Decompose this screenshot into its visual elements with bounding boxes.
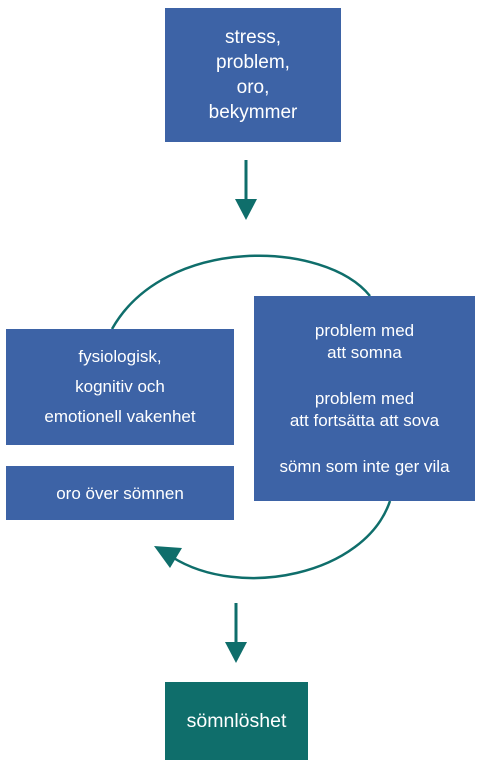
att-somna-line: att somna <box>327 342 402 362</box>
fysiologisk-line: fysiologisk, <box>78 347 162 366</box>
problem-line: problem, <box>216 52 290 73</box>
somnloshet-label: sömnlöshet <box>186 709 287 732</box>
arrow-down-icon <box>225 603 247 663</box>
cycle-arrow-icon <box>154 546 182 568</box>
cycle-arc-bottom <box>171 500 392 580</box>
oro-over-somnen-label: oro över sömnen <box>56 483 184 503</box>
oro-line: oro, <box>236 77 270 98</box>
bekymmer-line: bekymmer <box>208 102 298 123</box>
stress-box: stress, problem, oro, bekymmer <box>165 8 341 142</box>
arrow-down-icon <box>235 160 257 220</box>
arousal-box: fysiologisk, kognitiv och emotionell vak… <box>6 329 234 445</box>
somn-vila-line: sömn som inte ger vila <box>279 456 450 476</box>
worry-about-sleep-box: oro över sömnen <box>6 466 234 520</box>
problem-med-line: problem med <box>314 320 415 340</box>
stress-line: stress, <box>225 27 281 48</box>
kognitiv-line: kognitiv och <box>75 377 165 396</box>
insomnia-box: sömnlöshet <box>165 682 308 760</box>
problem-med-line-2: problem med <box>314 388 415 408</box>
emotionell-line: emotionell vakenhet <box>44 407 196 426</box>
sleep-problems-box: problem med att somna problem med att fo… <box>254 296 475 501</box>
att-fortsatta-line: att fortsätta att sova <box>289 410 440 430</box>
cycle-arc-top <box>110 254 371 330</box>
